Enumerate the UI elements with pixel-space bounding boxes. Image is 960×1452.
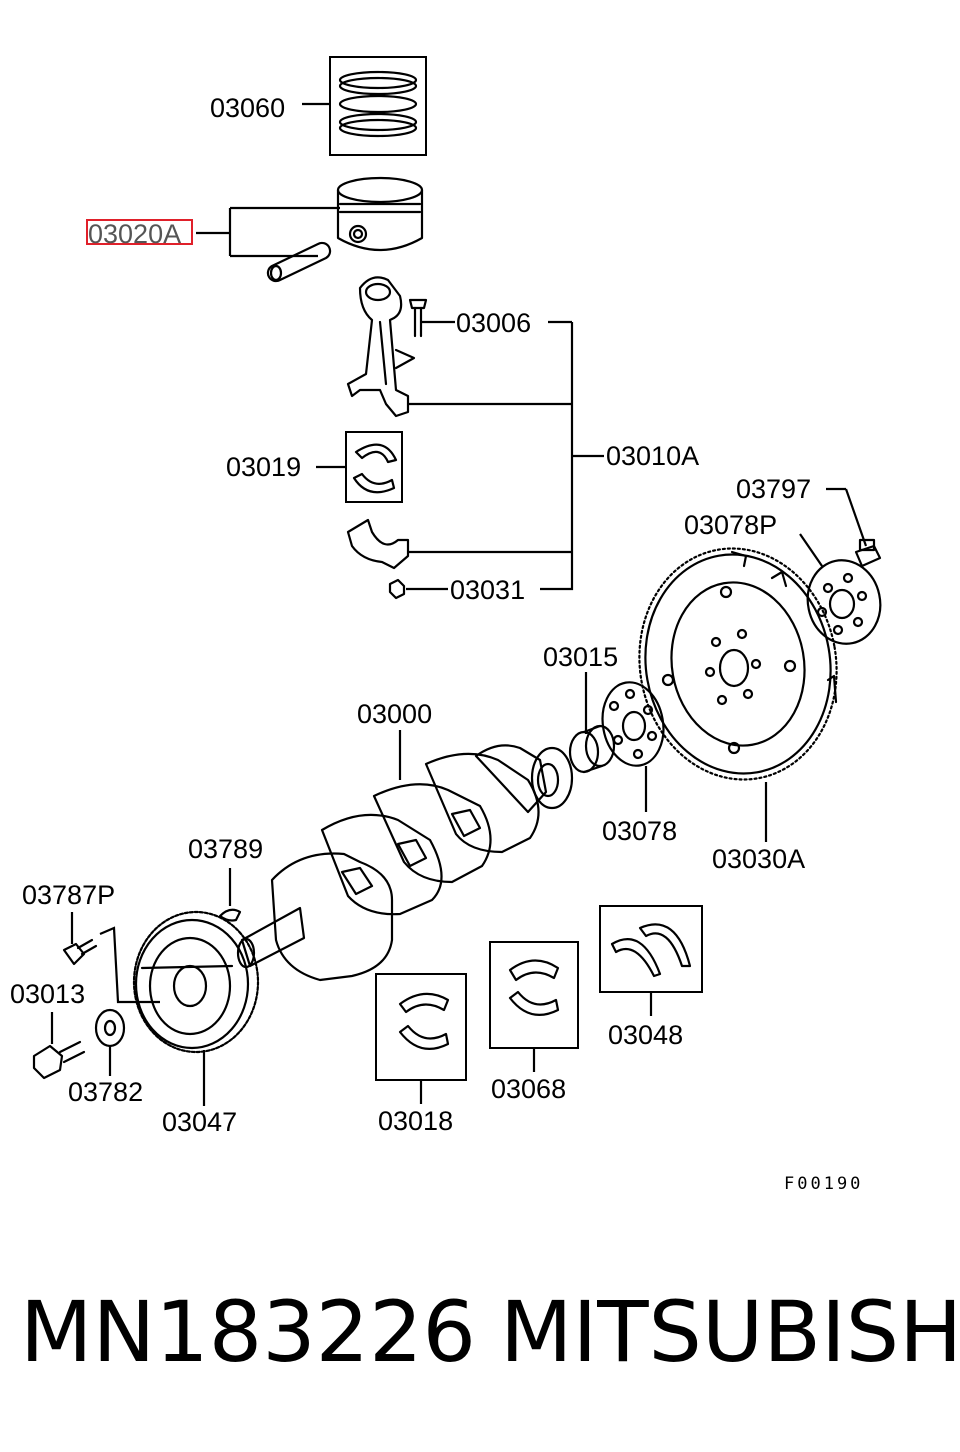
- pilot-bushing: [568, 724, 616, 774]
- rod-cap: [346, 518, 410, 570]
- label-03060: 03060: [210, 93, 285, 123]
- label-03078: 03078: [602, 816, 677, 846]
- flywheel: [638, 547, 838, 781]
- rod-bearing: [345, 431, 403, 503]
- washer: [94, 1008, 126, 1048]
- piston: [336, 176, 424, 252]
- crank-pulley: [132, 910, 260, 1054]
- rod-nut: [388, 578, 406, 600]
- label-03047: 03047: [162, 1107, 237, 1137]
- thrust-washer: [599, 905, 703, 993]
- label-03031: 03031: [450, 575, 525, 605]
- flywheel-plate: [806, 559, 882, 645]
- label-03782: 03782: [68, 1077, 143, 1107]
- main-bearing-center: [489, 941, 579, 1049]
- main-bearing: [375, 973, 467, 1081]
- label-03030a: 03030A: [712, 844, 805, 874]
- label-03000: 03000: [357, 699, 432, 729]
- brand-name: MITSUBISHI: [500, 1283, 960, 1381]
- label-03048: 03048: [608, 1020, 683, 1050]
- pulley-bolt: [62, 938, 98, 966]
- label-03018: 03018: [378, 1106, 453, 1136]
- highlight-box: [86, 219, 193, 245]
- label-03010a: 03010A: [606, 441, 699, 471]
- label-03020a: 03020A: [88, 219, 181, 249]
- connecting-rod: [346, 276, 410, 418]
- label-03006: 03006: [456, 308, 531, 338]
- part-number: MN183226: [20, 1283, 476, 1381]
- rod-bolt: [394, 298, 428, 370]
- label-03015: 03015: [543, 642, 618, 672]
- label-03068: 03068: [491, 1074, 566, 1104]
- flywheel-bolt: [854, 538, 882, 568]
- piston-pin: [266, 241, 332, 283]
- label-03078p: 03078P: [684, 510, 777, 540]
- label-03019: 03019: [226, 452, 301, 482]
- label-03797: 03797: [736, 474, 811, 504]
- figure-code: F00190: [784, 1174, 863, 1194]
- piston-rings: [329, 56, 427, 156]
- crank-bolt: [32, 1040, 86, 1080]
- crankshaft: [236, 744, 574, 982]
- adapter-plate: [601, 681, 665, 767]
- label-03789: 03789: [188, 834, 263, 864]
- label-03787p: 03787P: [22, 880, 115, 910]
- label-03013: 03013: [10, 979, 85, 1009]
